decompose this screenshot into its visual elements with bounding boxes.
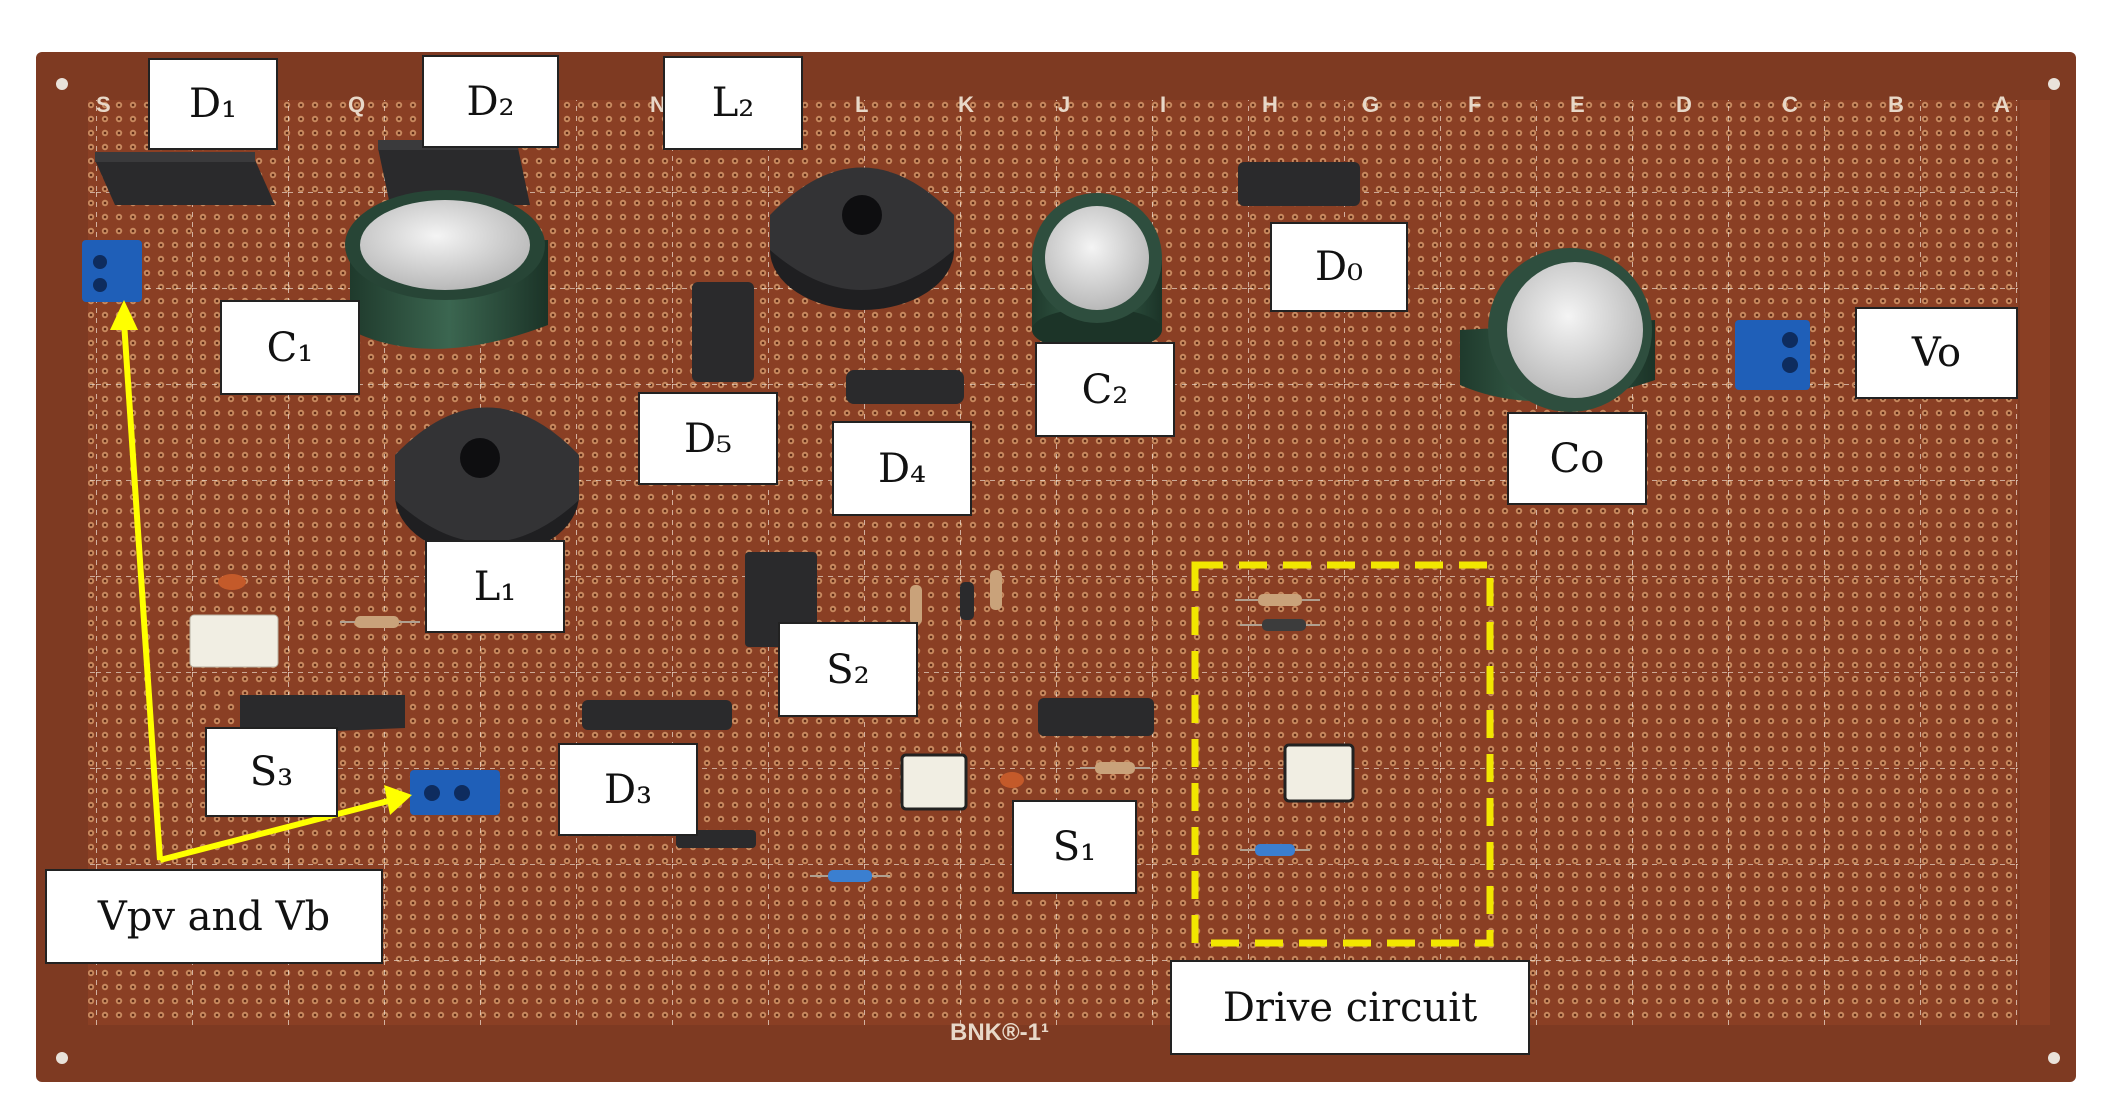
electrolytic-capacitor-icon xyxy=(1460,248,1655,412)
optocoupler-icon xyxy=(189,614,279,668)
column-letter: Q xyxy=(348,92,365,117)
resistor-body xyxy=(355,616,399,628)
column-letter: B xyxy=(1888,92,1904,117)
column-letter: N xyxy=(650,92,666,117)
label-c2: C₂ xyxy=(1035,342,1175,437)
column-letter: A xyxy=(1994,92,2010,117)
ceramic-capacitor xyxy=(218,574,246,590)
column-letter: J xyxy=(1058,92,1070,117)
diode-package-icon xyxy=(1238,162,1360,206)
label-d0: D₀ xyxy=(1270,222,1408,312)
resistor-body xyxy=(1258,594,1302,606)
ceramic-capacitor xyxy=(1000,772,1024,788)
column-letter: I xyxy=(1160,92,1166,117)
drive-circuit-box xyxy=(1191,561,1494,947)
inductor-toroid-icon xyxy=(395,407,579,557)
label-d1: D₁ xyxy=(148,58,278,150)
column-letter: D xyxy=(1676,92,1692,117)
electrolytic-capacitor-icon xyxy=(345,190,548,349)
column-letter: G xyxy=(1362,92,1379,117)
column-letter: E xyxy=(1570,92,1585,117)
optocoupler-icon xyxy=(900,753,968,811)
label-s1: S₁ xyxy=(1012,800,1137,894)
brand-silk: BNK®-1¹ xyxy=(950,1019,1049,1046)
label-d2: D₂ xyxy=(422,55,559,148)
label-vo: Vo xyxy=(1855,307,2018,399)
label-d5: D₅ xyxy=(638,392,778,485)
label-d4: D₄ xyxy=(832,421,972,516)
resistor-body xyxy=(960,582,974,620)
column-letters: S Q N L K J I H G F E D C B A xyxy=(96,92,2010,117)
diode-package-icon xyxy=(582,700,732,730)
column-letter: C xyxy=(1782,92,1798,117)
column-letter: L xyxy=(855,92,868,117)
screw-terminal-icon xyxy=(82,240,142,302)
diode-package-icon xyxy=(1038,698,1154,736)
label-s2: S₂ xyxy=(778,622,918,717)
resistor-body xyxy=(1255,844,1295,856)
label-d3: D₃ xyxy=(558,743,698,836)
diode-package-icon xyxy=(95,152,275,205)
electrolytic-capacitor-icon xyxy=(1032,193,1162,352)
column-letter: F xyxy=(1468,92,1481,117)
diode-package-icon xyxy=(240,695,405,735)
label-drive-circuit: Drive circuit xyxy=(1170,960,1530,1055)
screw-terminal-icon xyxy=(410,770,500,815)
label-s3: S₃ xyxy=(205,727,338,817)
label-c1: C₁ xyxy=(220,300,360,395)
column-letter: H xyxy=(1262,92,1278,117)
column-letter: K xyxy=(958,92,974,117)
diode-package-icon xyxy=(846,370,964,404)
label-l1: L₁ xyxy=(425,540,565,633)
resistor-body xyxy=(990,570,1002,610)
label-vpv-and-vb: Vpv and Vb xyxy=(45,869,383,964)
resistor-body xyxy=(828,870,872,882)
diode-package-icon xyxy=(692,282,754,382)
inductor-toroid-icon xyxy=(770,167,954,310)
resistor-body xyxy=(910,585,922,625)
resistor-body xyxy=(1095,762,1135,774)
column-letter: S xyxy=(96,92,111,117)
screw-terminal-icon xyxy=(1735,320,1810,390)
optocoupler-icon xyxy=(1283,743,1355,803)
label-l2: L₂ xyxy=(663,56,803,150)
resistor-body xyxy=(1262,619,1306,631)
label-co: Co xyxy=(1507,412,1647,505)
arrow-to-input-terminals xyxy=(110,300,412,863)
